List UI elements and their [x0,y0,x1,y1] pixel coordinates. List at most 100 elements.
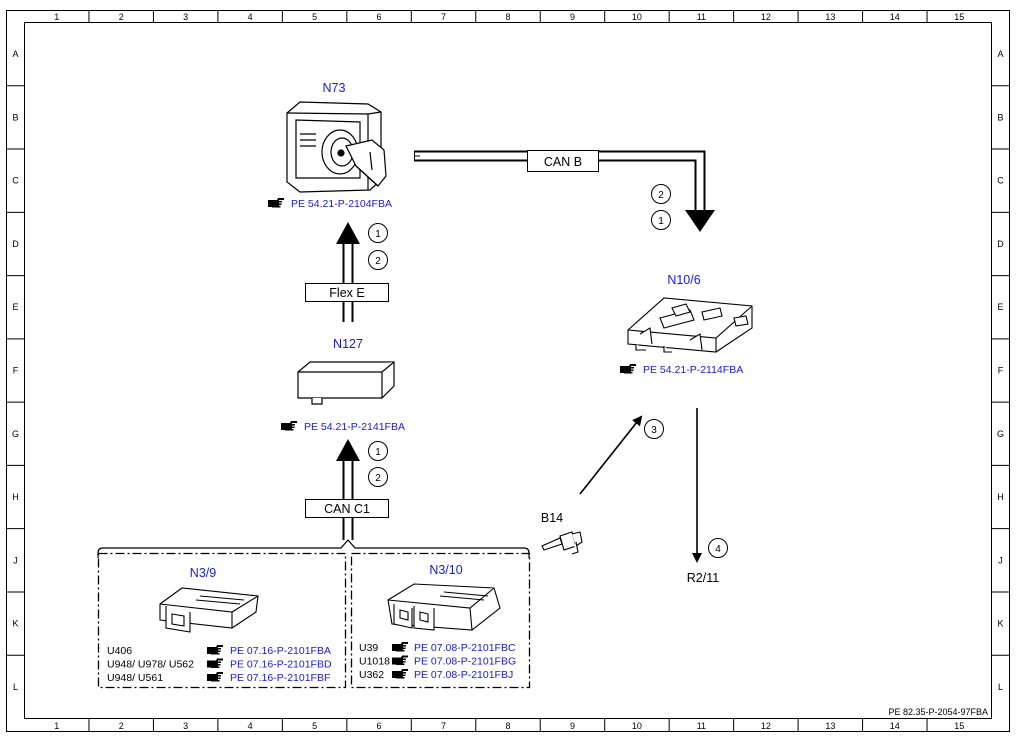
pointing-hand-icon [392,642,408,652]
temperature-sensor-icon [541,531,583,555]
variant-label: U39 [359,642,378,654]
frame-column-label-bottom: 10 [632,721,642,731]
pointing-hand-icon [392,669,408,679]
b14-component[interactable]: B14 [541,511,583,555]
engine-control-unit-icon [387,583,501,631]
frame-column-label-bottom: 4 [248,721,253,731]
marker-2-n127: 2 [375,473,381,484]
frame-column-label-top: 1 [54,12,59,22]
pointing-hand-icon [207,672,223,682]
frame-row-label-right: L [998,682,1003,692]
marker-2-n73: 2 [375,256,381,267]
n3-9-title: N3/9 [190,566,216,580]
can-b-label-box [527,150,599,172]
n10-6-component[interactable]: N10/6 PE 54.21-P-2114FBA [620,273,753,376]
frame-row-label-left: C [12,176,19,186]
frame-row-label-left: J [13,555,18,565]
frame-row-label-right: H [997,492,1004,502]
r2-11-label: R2/11 [687,571,719,585]
frame-column-label-bottom: 12 [761,721,771,731]
frame-column-label-top: 6 [377,12,382,22]
n3-9-box [97,552,347,689]
marker-1-can-b: 1 [658,216,664,227]
frame-column-label-bottom: 13 [825,721,835,731]
frame-row-label-left: F [13,366,19,376]
frame-column-label-top: 8 [505,12,510,22]
reference-link[interactable]: PE 07.08-P-2101FBC [414,642,516,654]
marker-3: 3 [651,425,657,436]
reference-link[interactable]: PE 07.16-P-2101FBD [230,659,332,671]
pointing-hand-icon [392,655,408,665]
document-reference: PE 82.35-P-2054-97FBA [888,707,988,717]
ignition-lock-icon [286,101,387,193]
sam-module-icon [627,297,753,353]
frame-column-label-bottom: 6 [377,721,382,731]
variant-label: U406 [107,645,132,657]
n3-10-box [350,552,531,689]
frame-column-label-bottom: 5 [312,721,317,731]
frame-column-label-bottom: 2 [119,721,124,731]
frame-column-label-top: 2 [119,12,124,22]
frame-row-label-left: B [12,112,18,122]
frame-column-label-top: 13 [825,12,835,22]
n3-9-component[interactable]: N3/9 U406 PE 07.16-P-2101FBA U948/ U978/ U… [97,552,347,689]
variant-label: U948/ U978/ U562 [107,659,194,671]
frame-row-label-left: H [12,492,19,502]
marker-1-n127: 1 [375,447,381,458]
frame-row-label-right: F [998,366,1004,376]
can-c1-label-box [305,499,389,518]
n73-reference-link[interactable]: PE 54.21-P-2104FBA [291,198,392,210]
n3-10-title: N3/10 [429,563,462,577]
n3-group-bracket [97,539,530,558]
frame-row-label-right: E [997,302,1003,312]
reference-link[interactable]: PE 07.16-P-2101FBA [230,645,331,657]
frame-column-label-top: 5 [312,12,317,22]
flex-e-label: Flex E [329,286,364,300]
b14-signal-arrow [579,415,643,495]
pointing-hand-icon [207,658,223,668]
can-c1-label: CAN C1 [324,502,370,516]
frame-column-label-top: 11 [697,12,706,22]
b14-title: B14 [541,511,563,525]
flex-e-label-box [305,283,389,302]
variant-label: U948/ U561 [107,672,163,684]
frame-column-label-bottom: 15 [954,721,964,731]
marker-1-n73: 1 [375,229,381,240]
frame-row-label-right: B [997,112,1003,122]
frame-row-label-right: C [997,176,1004,186]
frame-column-label-bottom: 3 [183,721,188,731]
frame-row-label-right: A [997,49,1003,59]
reference-link[interactable]: PE 07.08-P-2101FBG [414,656,516,668]
frame-row-label-right: G [997,429,1004,439]
marker-circles: 1 2 2 1 1 2 3 4 [368,184,728,558]
frame-column-label-top: 15 [954,12,964,22]
frame-column-label-top: 14 [890,12,900,22]
control-module-icon [297,361,395,405]
variant-label: U1018 [359,656,390,668]
frame-column-label-bottom: 11 [697,721,706,731]
frame-column-label-top: 3 [183,12,188,22]
frame-row-label-right: J [998,555,1003,565]
frame-column-label-bottom: 7 [441,721,446,731]
n10-6-reference-link[interactable]: PE 54.21-P-2114FBA [643,364,743,376]
frame-column-label-bottom: 14 [890,721,900,731]
frame-column-label-top: 4 [248,12,253,22]
frame-row-label-left: L [13,682,18,692]
frame-row-label-left: D [12,239,19,249]
n73-title: N73 [323,81,346,95]
n127-title: N127 [333,337,363,351]
can-c1-connection: CAN C1 [305,439,389,540]
marker-2-can-b: 2 [658,190,664,201]
n10-6-title: N10/6 [667,273,700,287]
reference-link[interactable]: PE 07.08-P-2101FBJ [414,669,513,681]
reference-link[interactable]: PE 07.16-P-2101FBF [230,672,330,684]
frame-column-label-top: 12 [761,12,771,22]
n127-reference-link[interactable]: PE 54.21-P-2141FBA [304,421,405,433]
frame-column-label-top: 9 [570,12,575,22]
frame-row-label-left: A [12,49,18,59]
n73-component[interactable]: N73 PE 54.21-P-2104FBA [268,81,392,210]
n127-component[interactable]: N127 PE 54.21-P-2141FBA [281,337,405,433]
n3-10-component[interactable]: N3/10 U39 PE 07.08-P-2101FBC U1018 PE 07.08… [350,552,531,689]
variant-label: U362 [359,669,384,681]
